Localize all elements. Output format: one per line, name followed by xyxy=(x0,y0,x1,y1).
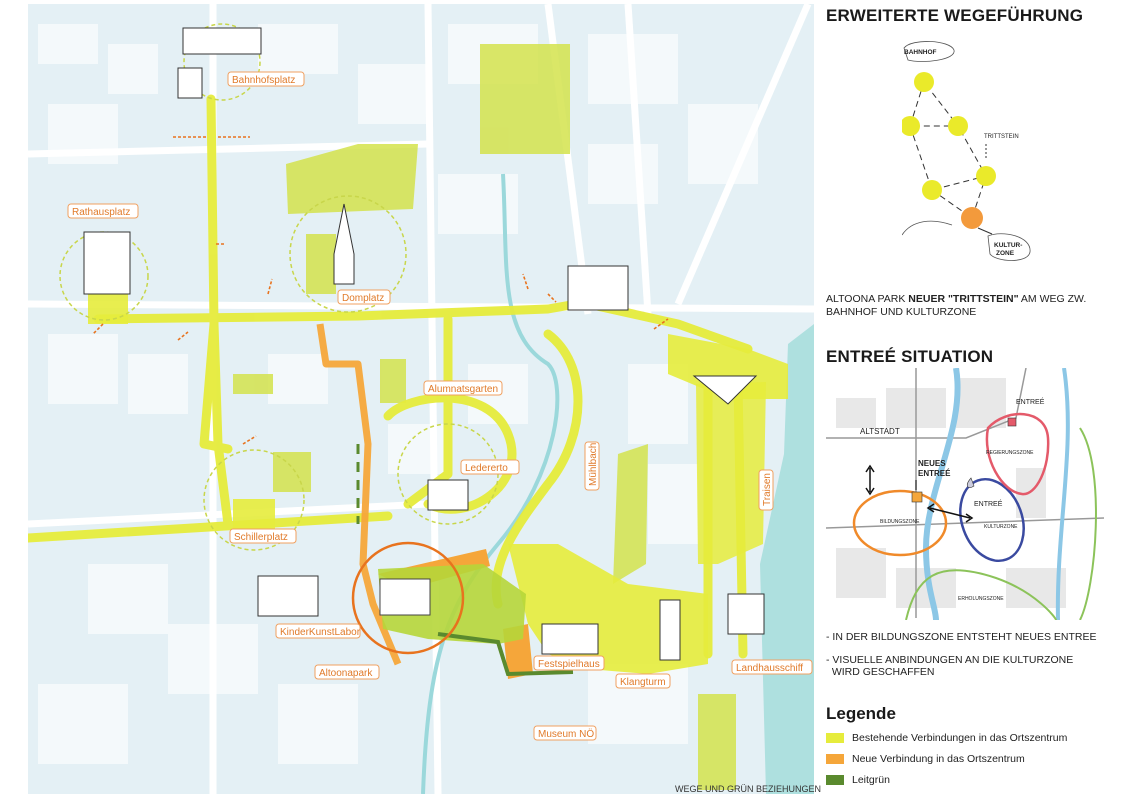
entree-double-arrow-vertical xyxy=(865,464,875,496)
wegefuehrung-caption: ALTOONA PARK NEUER "TRITTSTEIN" AM WEG Z… xyxy=(826,293,1086,319)
label-neues-entree-line1: NEUES xyxy=(918,459,946,468)
label-kulturzone-line2: ZONE xyxy=(996,250,1015,257)
entree-note-2: - VISUELLE ANBINDUNGEN AN DIE KULTURZONE xyxy=(826,654,1074,666)
entree-note-1: - IN DER BILDUNGSZONE ENTSTEHT NEUES ENT… xyxy=(826,631,1097,643)
altoona-trittstein-circle xyxy=(351,541,465,655)
label-trittstein: TRITTSTEIN xyxy=(984,134,1019,140)
caption-suffix: AM WEG ZW. xyxy=(1018,293,1087,305)
entree-streets xyxy=(826,368,1104,618)
label-altstadt: ALTSTADT xyxy=(860,427,900,436)
caption-line2: BAHNHOF UND KULTURZONE xyxy=(826,306,977,318)
label-neues-entree-line2: ENTREÉ xyxy=(918,469,951,478)
trittstein-node xyxy=(961,207,983,229)
access-arrows xyxy=(92,136,669,445)
caption-prefix: ALTOONA PARK xyxy=(826,293,909,305)
entree-river-east xyxy=(1055,368,1070,620)
bildungszone-outline xyxy=(852,489,948,557)
entree-regierung-marker xyxy=(1007,417,1017,427)
label-festspielhaus: Festspielhaus xyxy=(538,659,600,670)
legend-item-existing: Bestehende Verbindungen in das Ortszentr… xyxy=(826,731,1067,745)
leitgruen-south xyxy=(437,632,574,677)
label-kinderkunstlabor: KinderKunstLabor xyxy=(280,627,361,638)
label-kulturzone-line1: KULTUR- xyxy=(994,242,1022,249)
entree-double-arrow-horizontal xyxy=(926,503,974,523)
diagram-nodes xyxy=(902,72,996,200)
legend-swatch-existing xyxy=(826,733,844,743)
kulturzone-outline-entree xyxy=(959,477,1025,563)
caption-bold: NEUER "TRITTSTEIN" xyxy=(908,293,1019,305)
area-traisen-promenade xyxy=(696,382,766,564)
map-caption: WEGE UND GRÜN BEZIEHUNGEN xyxy=(675,784,822,794)
entree-note-3: WIRD GESCHAFFEN xyxy=(826,666,935,678)
entree-kultur-marker xyxy=(966,477,975,488)
regierungszone-outline xyxy=(985,412,1050,496)
legend-swatch-new xyxy=(826,754,844,764)
label-regierungszone: REGIERUNGSZONE xyxy=(986,450,1034,456)
label-traisen: Traisen xyxy=(762,473,773,506)
diagram-links xyxy=(909,81,987,219)
label-klangturm: Klangturm xyxy=(620,677,666,688)
area-schillerplatz xyxy=(233,499,275,529)
legend-label-existing: Bestehende Verbindungen in das Ortszentr… xyxy=(852,732,1068,744)
new-connection xyxy=(316,323,402,666)
entree-river xyxy=(922,368,961,620)
label-entree-top: ENTREÉ xyxy=(1016,397,1045,406)
green-areas xyxy=(233,44,736,790)
erholungszone-line-south xyxy=(905,569,1057,620)
section-title-entree: ENTREÉ SITUATION xyxy=(826,347,994,366)
erholungszone-line xyxy=(1079,427,1097,620)
label-muehlbach: Mühlbach xyxy=(588,443,599,486)
legend-label-new: Neue Verbindung in das Ortszentrum xyxy=(852,753,1025,765)
label-schillerplatz: Schillerplatz xyxy=(234,532,288,543)
label-domplatz: Domplatz xyxy=(342,293,384,304)
kulturzone-arrow xyxy=(977,227,993,235)
side-panel: ERWEITERTE WEGEFÜHRUNG BAHNHOF TRITTSTEI… xyxy=(826,0,1126,800)
entree-diagram: ALTSTADT NEUES ENTREÉ ENTREÉ ENTREÉ REGI… xyxy=(826,368,1104,620)
wegefuehrung-diagram: BAHNHOF TRITTSTEIN KULTUR- ZONE xyxy=(902,41,1031,261)
label-ledererto: Ledererto xyxy=(465,463,508,474)
label-entree-mid: ENTREÉ xyxy=(974,499,1003,508)
legend-swatch-leitgruen xyxy=(826,775,844,785)
label-altoonapark: Altoonapark xyxy=(319,668,373,679)
site-plan-map: Bahnhofsplatz Rathausplatz Domplatz Alum… xyxy=(28,4,814,794)
label-erholungszone: ERHOLUNGSZONE xyxy=(958,596,1004,602)
label-landhausschiff: Landhausschiff xyxy=(736,663,803,674)
label-kulturzone-entree: KULTURZONE xyxy=(984,524,1018,530)
muehlbach-stream xyxy=(421,173,560,794)
diagram-sketch-line xyxy=(902,220,953,236)
label-bahnhofsplatz: Bahnhofsplatz xyxy=(232,75,295,86)
label-museum-noe: Museum NÖ xyxy=(538,728,594,740)
bahnhof-outline xyxy=(903,41,955,62)
map-labels: Bahnhofsplatz Rathausplatz Domplatz Alum… xyxy=(67,71,813,741)
kulturzone-outline xyxy=(987,233,1031,261)
label-bildungszone: BILDUNGSZONE xyxy=(880,519,920,525)
landmark-sketches xyxy=(83,27,765,661)
legend-label-leitgruen: Leitgrün xyxy=(852,774,890,786)
neues-entree-marker xyxy=(911,491,923,503)
altoona-building-sketch xyxy=(379,578,431,616)
legend-item-new: Neue Verbindung in das Ortszentrum xyxy=(826,752,1025,766)
label-alumnatsgarten: Alumnatsgarten xyxy=(428,384,498,395)
section-title-wegefuehrung: ERWEITERTE WEGEFÜHRUNG xyxy=(826,6,1084,25)
legend-title: Legende xyxy=(826,704,896,723)
label-bahnhof: BAHNHOF xyxy=(904,49,937,56)
label-rathausplatz: Rathausplatz xyxy=(72,207,130,218)
river-traisen xyxy=(760,324,814,794)
legend-item-leitgruen: Leitgrün xyxy=(826,773,890,787)
